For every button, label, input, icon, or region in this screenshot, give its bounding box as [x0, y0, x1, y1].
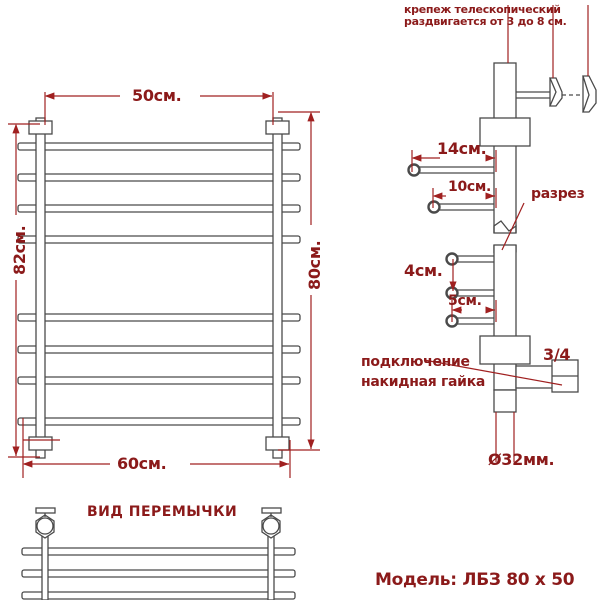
- cone-bracket: [549, 77, 563, 107]
- rail: [17, 376, 301, 385]
- telescopic-mount-b: [562, 75, 597, 113]
- telescopic-mount-a: [516, 77, 563, 107]
- wall-mount: [28, 120, 53, 135]
- outlet-ring: [427, 200, 441, 214]
- side-pipe-upper: [493, 62, 517, 234]
- dimension-top-width: 50см.: [132, 86, 182, 105]
- front-view-posts: [35, 117, 283, 459]
- rail: [17, 417, 301, 426]
- rail: [17, 173, 301, 182]
- note-connection-line1: подключение: [361, 354, 470, 370]
- outlet-ring: [445, 252, 459, 266]
- side-pipe-lower: [493, 244, 517, 391]
- leader-line-connection: [423, 359, 563, 386]
- rail: [17, 142, 301, 151]
- connection-nut-fitting: [515, 359, 579, 393]
- note-section: разрез: [531, 186, 585, 202]
- front-view-rails: [17, 142, 301, 426]
- wall-mount: [265, 120, 290, 135]
- dimension-offset-14: 14см.: [437, 139, 487, 158]
- rail: [17, 235, 301, 244]
- outlet-ring: [407, 163, 421, 177]
- side-collar: [479, 335, 531, 365]
- caption-bridge-view: ВИД ПЕРЕМЫЧКИ: [87, 504, 238, 520]
- bridge-valve-right: [261, 507, 282, 600]
- note-thread-size: 3/4: [543, 345, 571, 364]
- note-telescopic-line2: раздвигается от 3 до 8 см.: [404, 15, 567, 28]
- upper-outlets: [407, 163, 494, 214]
- caption-model: Модель: ЛБЗ 80 x 50: [375, 570, 575, 590]
- valve-ring: [36, 517, 54, 535]
- wall-mount: [265, 436, 290, 451]
- rail: [17, 313, 301, 322]
- lower-outlets: [445, 252, 494, 328]
- front-view-wall-mounts: [28, 120, 290, 451]
- front-view-group: [17, 117, 301, 459]
- valve-ring: [262, 517, 280, 535]
- dimension-bottom-width: 60см.: [117, 454, 167, 473]
- side-view-dimensions: [411, 5, 589, 462]
- dimension-right-height: 80см.: [305, 240, 324, 290]
- dimension-left-height: 82см.: [10, 225, 29, 275]
- dimension-spacing-4: 4см.: [404, 261, 443, 280]
- bridge-view-group: [21, 507, 296, 600]
- dimension-pipe-diameter: Ø32мм.: [488, 450, 555, 469]
- dimension-offset-10: 10см.: [448, 179, 492, 195]
- note-connection-line2: накидная гайка: [361, 374, 486, 390]
- front-view-dimensions: [8, 92, 320, 478]
- rail: [17, 204, 301, 213]
- vertical-post-right: [272, 117, 283, 459]
- bridge-pipe: [21, 569, 296, 578]
- bridge-pipe: [21, 547, 296, 556]
- side-pipe-stub: [493, 389, 517, 413]
- wall-mount: [28, 436, 53, 451]
- side-collar: [479, 117, 531, 147]
- bridge-valve-left: [35, 507, 56, 600]
- side-view-group: [407, 62, 597, 413]
- leader-line-section: [501, 202, 525, 251]
- bridge-pipe: [21, 591, 296, 600]
- nut-neck: [515, 365, 557, 389]
- dimension-spacing-5: 5см.: [448, 293, 482, 309]
- valve-handle: [35, 507, 56, 514]
- rail: [17, 345, 301, 354]
- cone-bracket: [582, 75, 597, 113]
- vertical-post-left: [35, 117, 46, 459]
- note-telescopic-line1: крепеж телескопический: [404, 3, 561, 16]
- valve-handle: [261, 507, 282, 514]
